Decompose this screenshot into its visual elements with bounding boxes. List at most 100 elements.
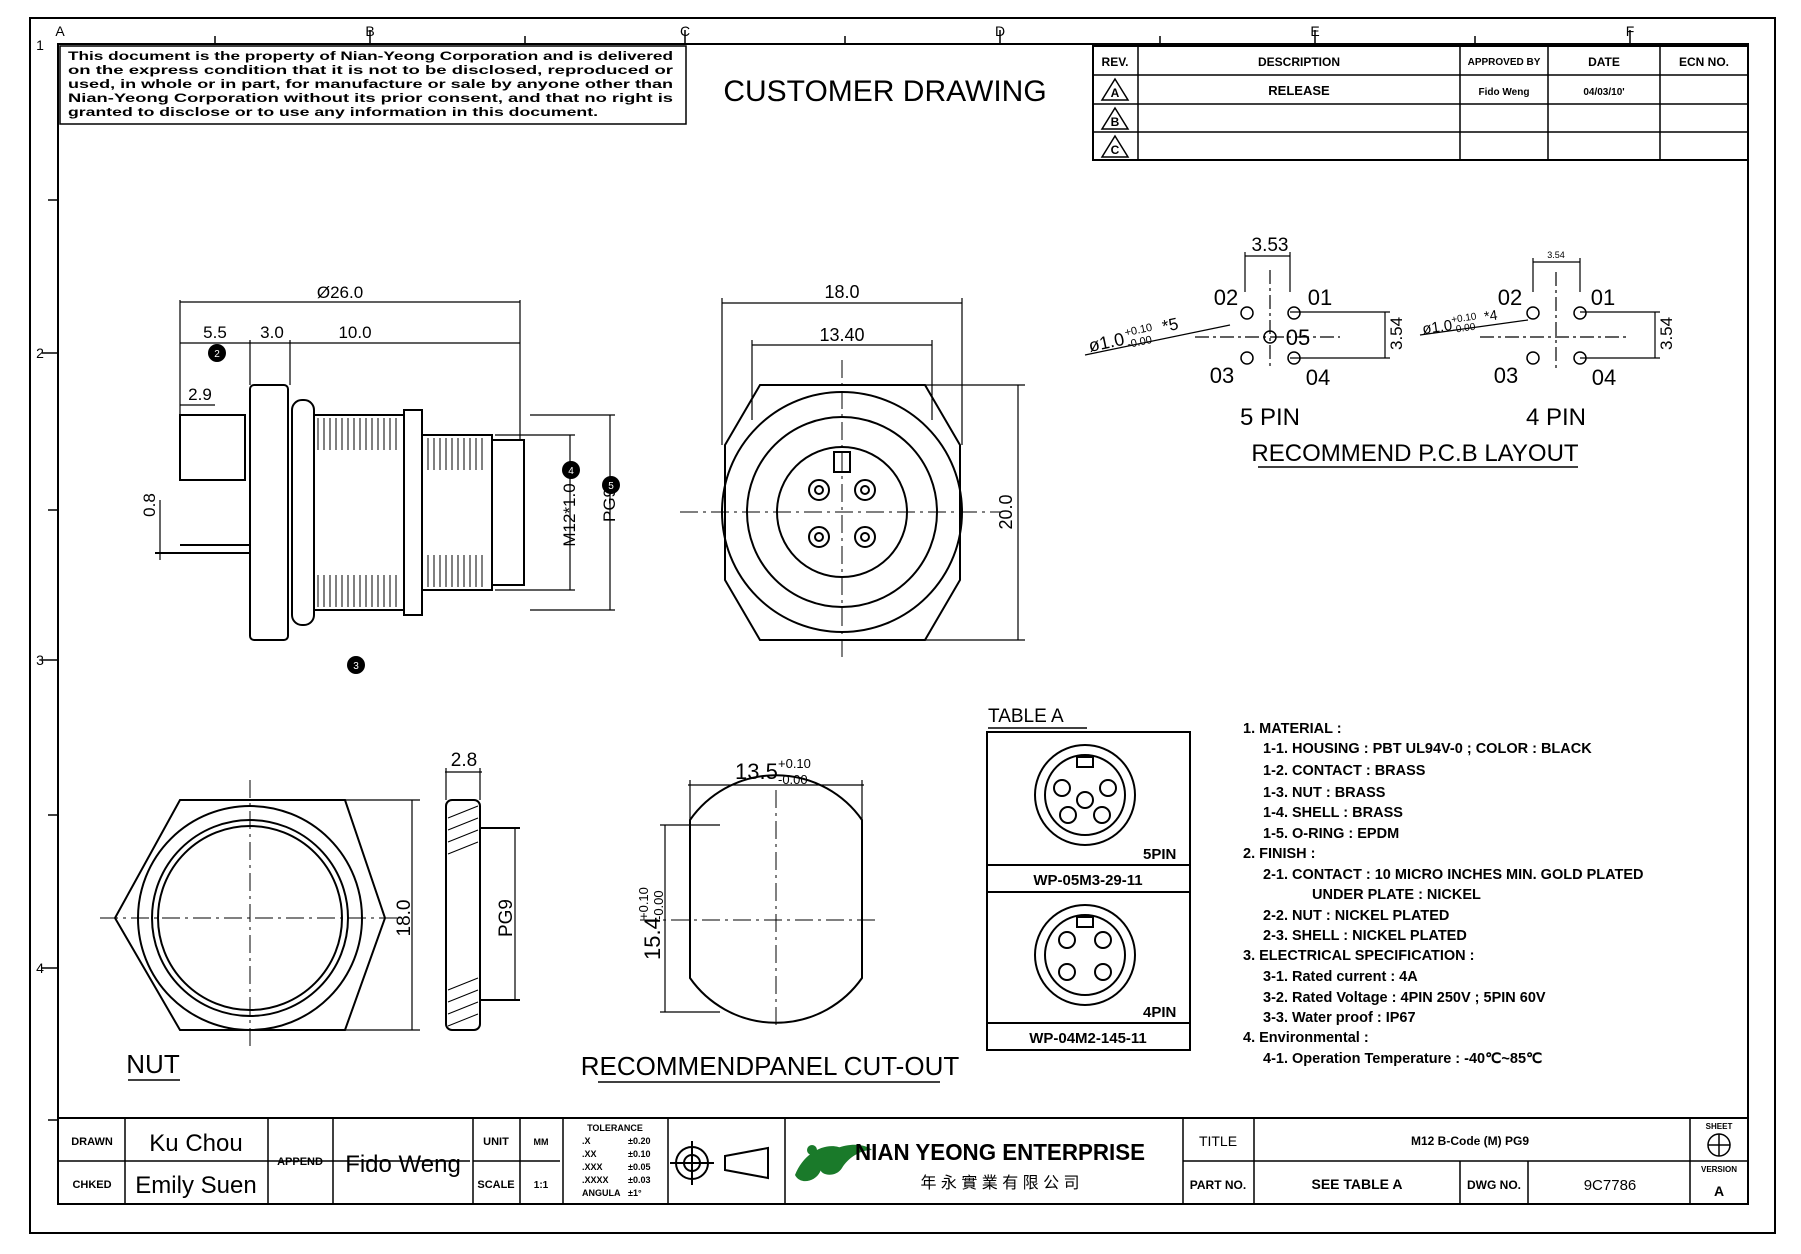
pcb5-tol-lower: -0.00 (1126, 334, 1153, 351)
front-dimensions (721, 298, 1025, 641)
front-centerlines (680, 360, 1000, 660)
tol-value: ±0.05 (628, 1162, 650, 1172)
pcb5-count: *5 (1160, 314, 1180, 336)
pg-label: PG9 (600, 488, 619, 522)
note-line: UNDER PLATE : NICKEL (1312, 887, 1481, 903)
pcb4-pin: 02 (1498, 285, 1522, 310)
cutout-caption: RECOMMENDPANEL CUT-OUT (581, 1051, 960, 1081)
side-dim-labels: Ø26.0 5.5 3.0 10.0 2.9 0.8 M12*1.0 PG9 (140, 283, 619, 547)
checked-label: CHKED (72, 1179, 111, 1191)
rev-letter: C (1111, 143, 1120, 157)
title-value: M12 B-Code (M) PG9 (1411, 1134, 1529, 1148)
pcb5-pin: 03 (1210, 363, 1234, 388)
zone-labels: A B C D E F 1 2 3 4 (36, 23, 1634, 976)
zone-letter: A (55, 23, 65, 39)
dim-5-5: 5.5 (203, 323, 227, 342)
pcb-5pin: 3.53 02 01 05 03 04 5 PIN ø1.0 +0.10 -0.… (1084, 235, 1406, 431)
pcb4-tol-lower: -0.00 (1452, 322, 1477, 336)
pcb4-pin: 04 (1592, 365, 1616, 390)
note-line: 2-2. NUT : NICKEL PLATED (1263, 908, 1449, 924)
note-line: 1. MATERIAL : (1243, 721, 1342, 737)
tol-key: ANGULA (582, 1188, 621, 1198)
note-line: 1-4. SHELL : BRASS (1263, 805, 1403, 821)
pcb4-pin: 03 (1494, 363, 1518, 388)
dim-2-9: 2.9 (188, 385, 212, 404)
notes: 1. MATERIAL : 1-1. HOUSING : PBT UL94V-0… (1243, 721, 1644, 1067)
nut-pg: PG9 (496, 899, 517, 937)
nut-side (445, 799, 481, 1031)
pcb5-pitch: 3.54 (1387, 317, 1406, 350)
tol-value: ±1° (628, 1188, 642, 1198)
pcb5-hole: ø1.0 (1087, 329, 1126, 356)
zone-ticks (42, 30, 1631, 1121)
pcb-layout-title: RECOMMEND P.C.B LAYOUT (1251, 440, 1579, 467)
pin-hole (854, 526, 876, 548)
pcb4-spacing: 3.54 (1547, 250, 1565, 260)
rev-date: 04/03/10' (1583, 87, 1624, 98)
thread-lines (317, 418, 483, 607)
cutout-h-tol-upper: +0.10 (636, 887, 651, 920)
side-view (155, 384, 525, 641)
thread-label: M12*1.0 (560, 483, 579, 546)
pin-hole (808, 526, 830, 548)
zone-letter: C (680, 23, 690, 39)
panel-cutout (689, 774, 863, 1024)
nut-dim-labels: 2.8 18.0 PG9 (394, 750, 517, 937)
version-value: A (1714, 1183, 1724, 1199)
tolerance-title: TOLERANCE (587, 1123, 643, 1133)
disclaimer-text: This document is the property of Nian-Ye… (68, 51, 674, 119)
svg-text:2: 2 (214, 349, 220, 360)
disclaimer-line: on the express condition that it is not … (68, 65, 674, 77)
svg-text:4: 4 (568, 466, 574, 477)
unit-value: MM (534, 1137, 549, 1147)
part-no-label: PART NO. (1190, 1178, 1246, 1192)
svg-text:5: 5 (608, 481, 614, 492)
pcb5-pin: 04 (1306, 365, 1330, 390)
front-dim-height: 20.0 (996, 494, 1016, 529)
sheet-label: SHEET (1706, 1122, 1733, 1131)
front-dim-labels: 18.0 13.40 20.0 (819, 282, 1016, 530)
pcb4-caption: 4 PIN (1526, 404, 1586, 431)
zone-number: 3 (36, 652, 44, 668)
dim-overall: Ø26.0 (317, 283, 363, 302)
note-line: 2-1. CONTACT : 10 MICRO INCHES MIN. GOLD… (1263, 867, 1644, 883)
dim-3-0: 3.0 (260, 323, 284, 342)
balloon-2 (208, 344, 226, 362)
pcb5-spacing: 3.53 (1252, 235, 1289, 256)
front-dim-inner: 13.40 (819, 325, 864, 345)
table-a-pin5-label: 5PIN (1143, 846, 1176, 863)
balloon-4 (562, 461, 580, 479)
zone-number: 2 (36, 345, 44, 361)
note-line: 3-3. Water proof : IP67 (1263, 1010, 1416, 1026)
tol-value: ±0.20 (628, 1136, 650, 1146)
disclaimer-line: granted to disclose or to use any inform… (68, 107, 598, 119)
pcb5-tol-upper: +0.10 (1124, 322, 1154, 340)
pcb-4pin: 3.54 02 01 03 04 4 PIN ø1.0 +0.10 -0.00 … (1419, 250, 1676, 431)
note-line: 1-3. NUT : BRASS (1263, 785, 1386, 801)
side-dimensions (159, 300, 615, 611)
pcb-layout: 3.53 02 01 05 03 04 5 PIN ø1.0 +0.10 -0.… (1084, 235, 1676, 468)
disclaimer-line: Nian-Yeong Corporation without its prior… (68, 93, 673, 105)
svg-text:3: 3 (353, 661, 359, 672)
pcb4-tol-upper: +0.10 (1451, 311, 1478, 325)
flange (249, 384, 289, 641)
cutout-w-tol-lower: -0.00 (778, 772, 808, 787)
sheet-symbol-icon (1707, 1133, 1731, 1157)
note-line: 2-3. SHELL : NICKEL PLATED (1263, 928, 1467, 944)
pcb4-count: *4 (1483, 307, 1499, 325)
pin-body (179, 414, 246, 481)
cutout-centerlines (640, 790, 880, 1030)
balloon-3 (347, 656, 365, 674)
zone-number: 1 (36, 37, 44, 53)
table-a-part-5pin: WP-05M3-29-11 (1033, 872, 1142, 889)
cutout-h-tol-lower: -0.00 (651, 890, 666, 920)
checked-value: Emily Suen (135, 1172, 256, 1199)
outer-frame (29, 17, 1776, 1234)
nut-view (113, 799, 520, 1031)
disclaimer-box (59, 45, 687, 125)
zone-letter: B (365, 23, 374, 39)
part-no-value: SEE TABLE A (1311, 1176, 1402, 1192)
table-a-part-4pin: WP-04M2-145-11 (1029, 1030, 1147, 1047)
zone-number: 4 (36, 960, 44, 976)
note-line: 4. Environmental : (1243, 1030, 1369, 1046)
